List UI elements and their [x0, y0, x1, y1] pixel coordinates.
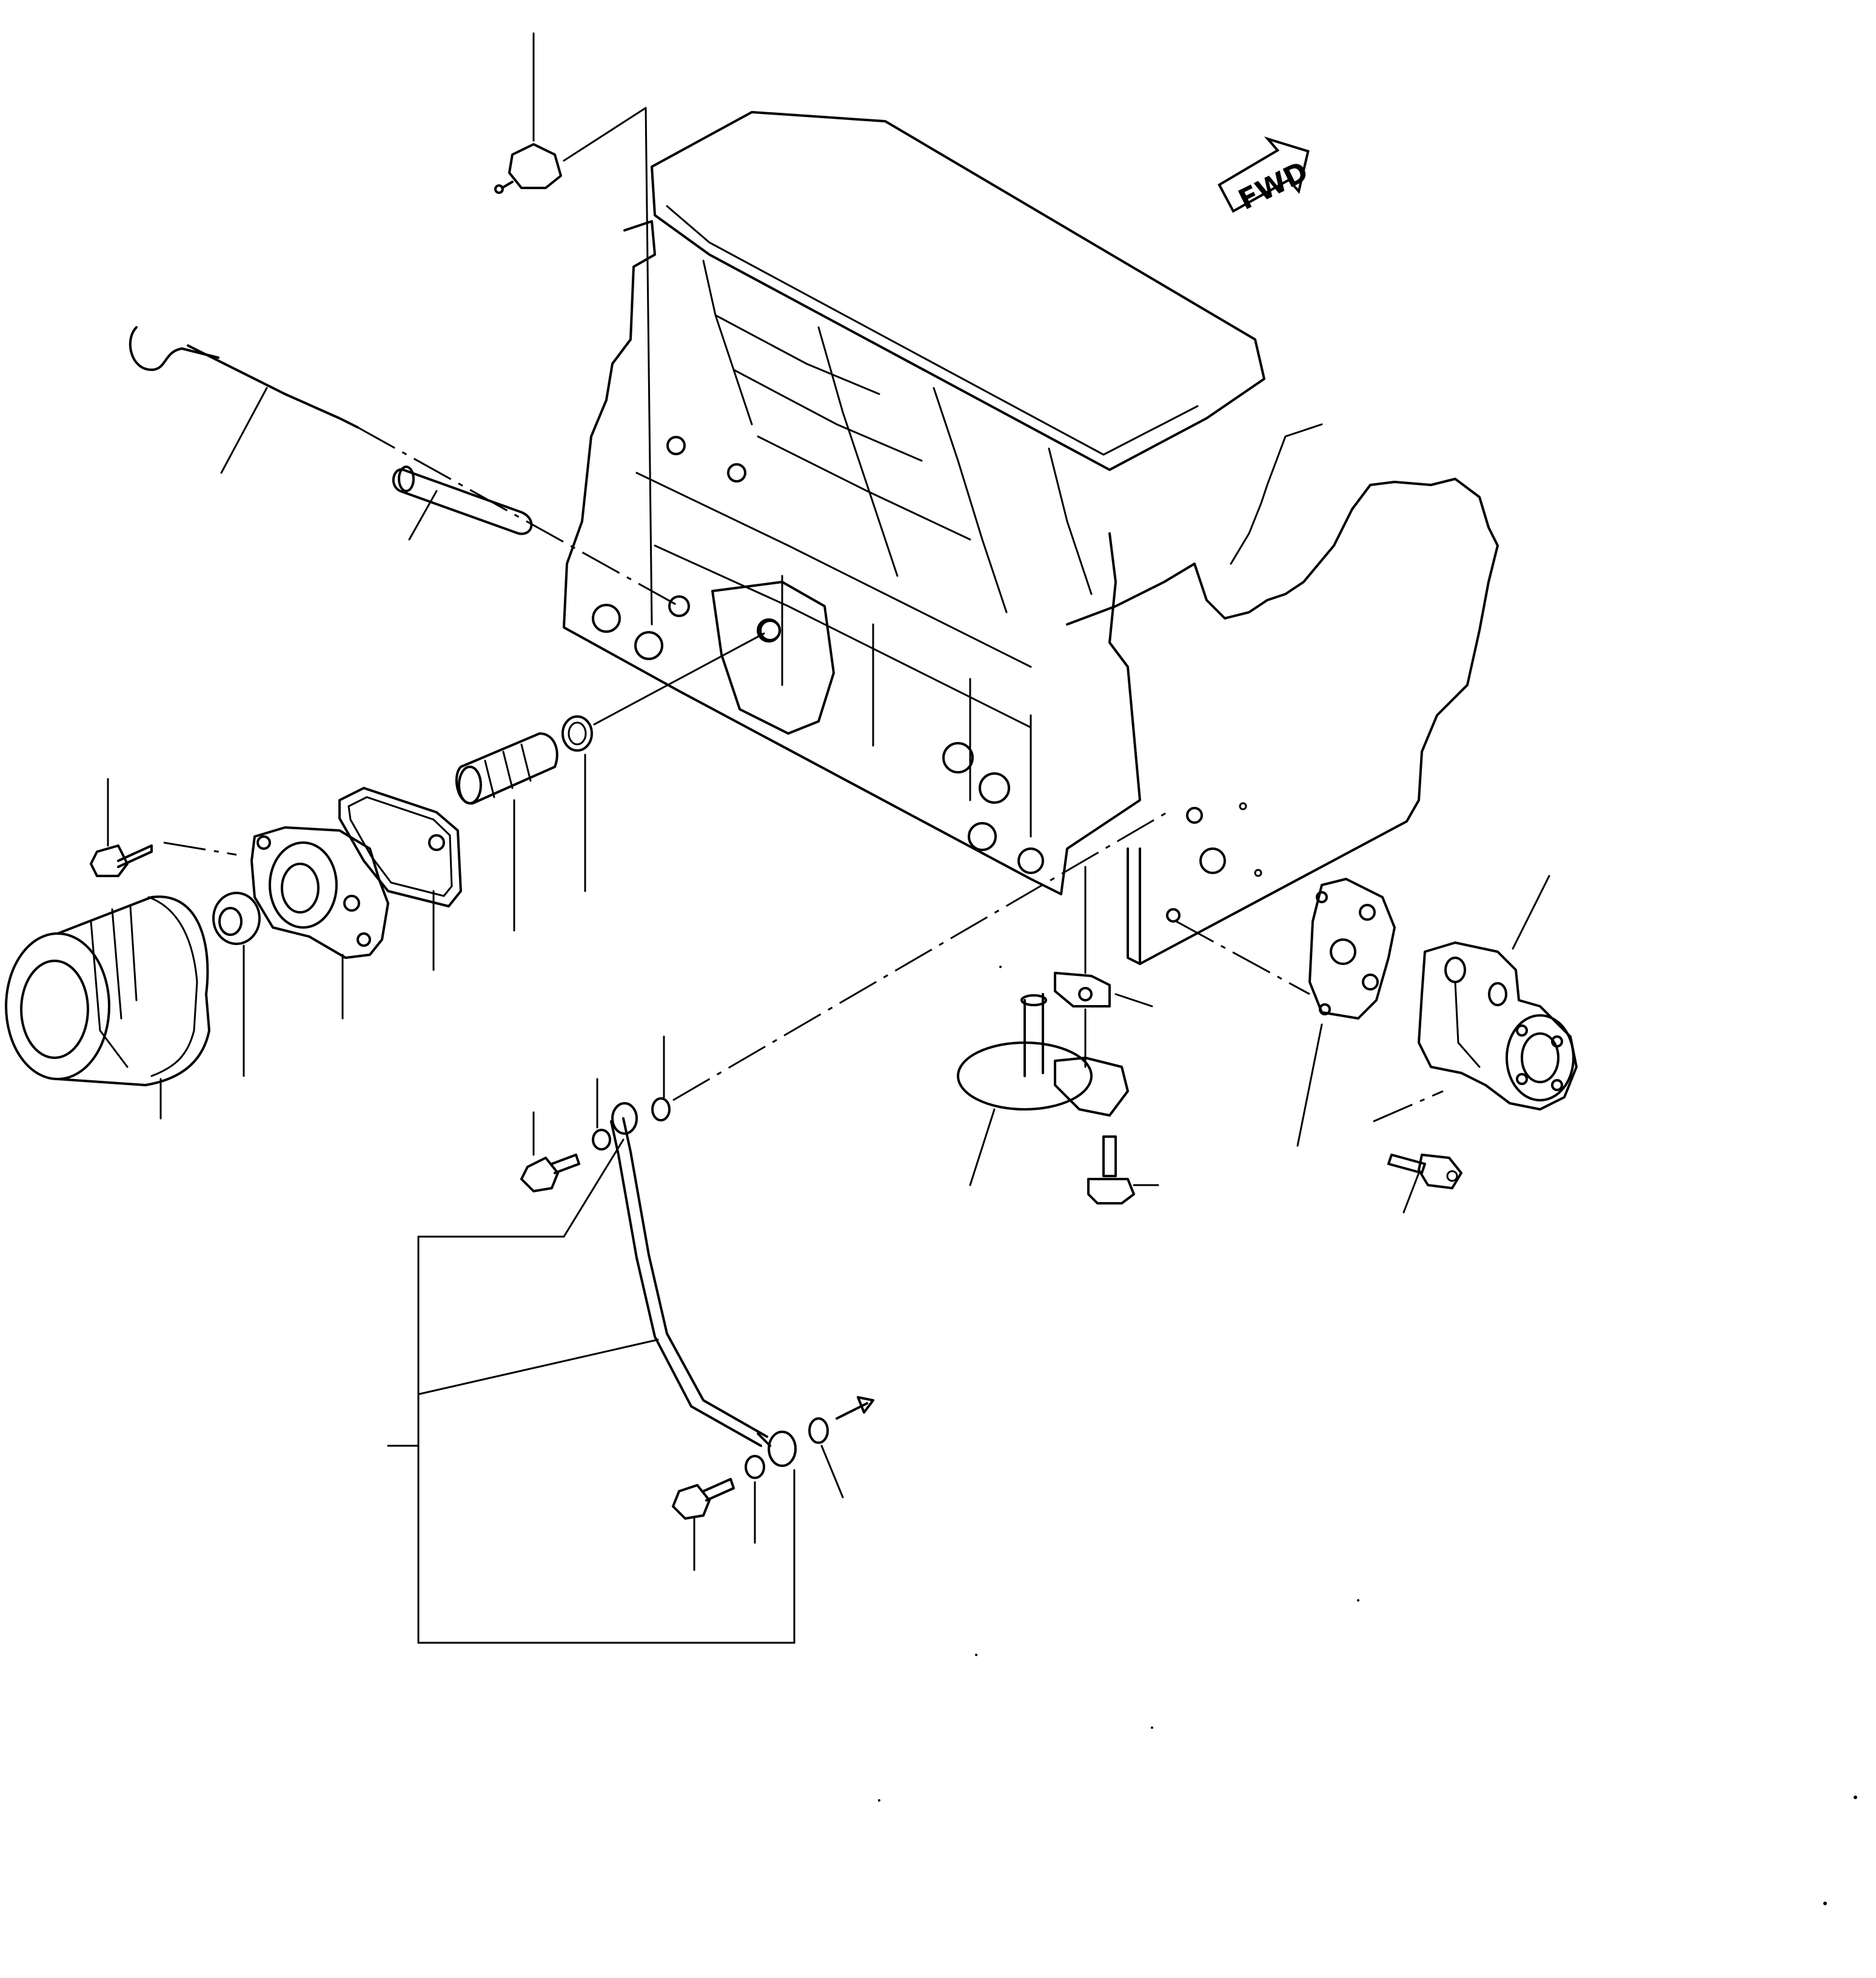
dipstick-icon [129, 326, 680, 607]
o-ring-icon-upper [561, 632, 765, 892]
bracket-icon [250, 826, 389, 1020]
bolt-icon-eye-upper [520, 1111, 580, 1192]
scan-specks [878, 966, 1857, 1905]
o-ring-icon-mid [651, 811, 1168, 1121]
oil-pressure-switch-icon [494, 32, 653, 626]
gasket-icon-bracket [338, 787, 462, 971]
bolt-icon-filter [90, 778, 237, 877]
cylinder-block [563, 111, 1499, 965]
gasket-icon-pump [1176, 878, 1396, 1147]
oil-pump-icon [1373, 875, 1578, 1123]
o-ring-icon-lower [808, 1396, 874, 1499]
assembly-bracket [387, 1138, 796, 1644]
gasket-icon-strainer [1054, 866, 1153, 1068]
valve-icon [212, 892, 261, 1077]
strainer-icon [957, 993, 1129, 1186]
forward-arrow-icon: FWD [1218, 136, 1313, 216]
bolt-icon-strainer [1087, 1135, 1159, 1205]
oil-filter-icon [5, 895, 210, 1120]
bolt-icon-pump [1387, 1154, 1462, 1214]
pipe-icon [610, 1102, 797, 1467]
washer-icon-upper [592, 1078, 611, 1151]
valve-body-icon [455, 732, 558, 932]
washer-icon-lower [745, 1455, 765, 1544]
bolt-icon-eye-lower [672, 1478, 735, 1571]
tube-icon [392, 466, 533, 541]
